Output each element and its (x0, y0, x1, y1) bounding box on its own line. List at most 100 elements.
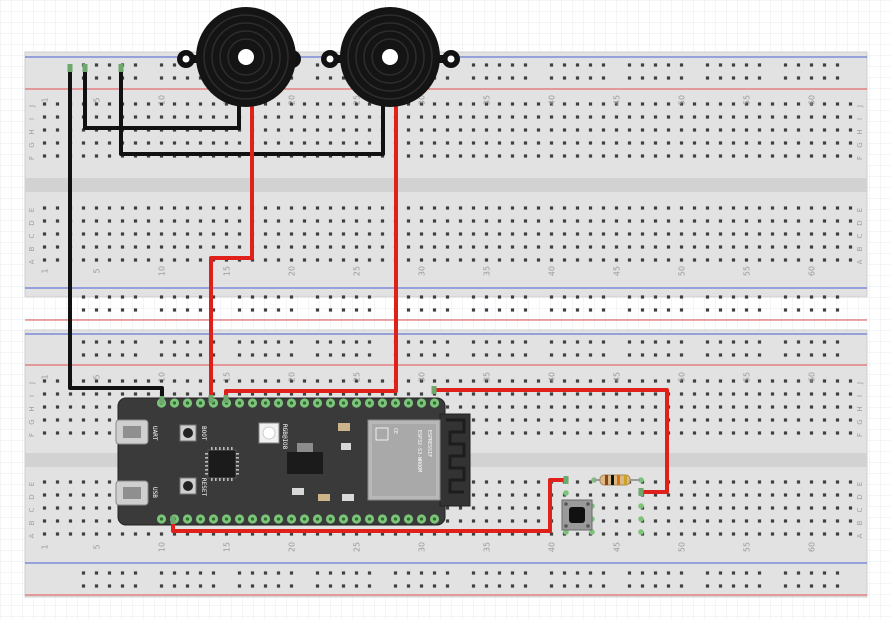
breadboard-hole (42, 102, 47, 106)
rail-hole (744, 340, 749, 344)
buzzer-tab-hole (326, 55, 334, 63)
breadboard-hole (497, 392, 502, 396)
buzzer-icon (321, 7, 460, 107)
breadboard-hole (94, 532, 99, 536)
esp32-pin-hole (432, 401, 437, 405)
breadboard-hole (744, 480, 749, 484)
breadboard-hole (55, 519, 60, 523)
rail-hole (250, 308, 255, 312)
rail-hole (198, 295, 203, 299)
rail-hole (783, 340, 788, 344)
rail-hole (263, 308, 268, 312)
breadboard-hole (276, 115, 281, 119)
breadboard-hole (42, 128, 47, 132)
breadboard-hole (731, 245, 736, 249)
breadboard-hole (536, 418, 541, 422)
breadboard-hole (172, 532, 177, 536)
breadboard-hole (354, 141, 359, 145)
breadboard-hole (614, 154, 619, 158)
breadboard-hole (757, 379, 762, 383)
breadboard-hole (562, 379, 567, 383)
breadboard-hole (601, 379, 606, 383)
breadboard-hole (471, 431, 476, 435)
breadboard-hole (289, 245, 294, 249)
breadboard-hole (42, 258, 47, 262)
breadboard-hole (484, 219, 489, 223)
breadboard-hole (809, 219, 814, 223)
breadboard-hole (731, 154, 736, 158)
pushbutton-corner (586, 502, 590, 506)
port-label-uart: UART (151, 426, 158, 441)
breadboard-hole (81, 219, 86, 223)
breadboard-hole (835, 519, 840, 523)
breadboard-hole (120, 379, 125, 383)
breadboard-hole (601, 405, 606, 409)
wire-end-cap (118, 64, 124, 72)
breadboard-hole (562, 232, 567, 236)
breadboard-hole (770, 258, 775, 262)
breadboard-hole (627, 392, 632, 396)
rail-hole (367, 353, 372, 357)
breadboard-hole (640, 392, 645, 396)
breadboard-hole (809, 480, 814, 484)
breadboard-hole (718, 206, 723, 210)
breadboard-hole (107, 258, 112, 262)
breadboard-hole (107, 532, 112, 536)
module-certification-box (375, 427, 389, 441)
breadboard-hole (718, 379, 723, 383)
pushbutton-corner (564, 502, 568, 506)
breadboard-hole (666, 128, 671, 132)
breadboard-hole (276, 128, 281, 132)
breadboard-hole (835, 379, 840, 383)
column-number: 50 (678, 372, 687, 382)
breadboard-hole (81, 206, 86, 210)
rail-hole (822, 571, 827, 575)
rail-hole (185, 308, 190, 312)
chip-leg (236, 473, 239, 475)
breadboard-hole (445, 141, 450, 145)
breadboard-hole (679, 128, 684, 132)
breadboard-hole (68, 493, 73, 497)
breadboard-hole (198, 232, 203, 236)
rail-hole (705, 63, 710, 67)
breadboard-hole (94, 519, 99, 523)
column-number: 5 (93, 97, 102, 102)
breadboard-hole (42, 219, 47, 223)
rail-hole (627, 571, 632, 575)
rail-hole (809, 571, 814, 575)
breadboard-hole (783, 418, 788, 422)
rail-hole (601, 63, 606, 67)
breadboard-hole (549, 418, 554, 422)
breadboard-hole (627, 418, 632, 422)
breadboard-hole (211, 141, 216, 145)
row-letter: G (28, 419, 36, 424)
breadboard-hole (835, 532, 840, 536)
breadboard-hole (692, 102, 697, 106)
rail-hole (640, 584, 645, 588)
rail-hole (185, 584, 190, 588)
breadboard-hole (744, 206, 749, 210)
breadboard-hole (484, 141, 489, 145)
row-letter: G (856, 419, 864, 424)
breadboard-hole (185, 141, 190, 145)
rail-hole (406, 308, 411, 312)
wire-end-cap (82, 64, 88, 72)
breadboard-hole (731, 480, 736, 484)
breadboard-hole (120, 206, 125, 210)
row-letter: B (856, 246, 864, 251)
breadboard-hole (172, 206, 177, 210)
rail-hole (198, 76, 203, 80)
breadboard-hole (341, 232, 346, 236)
rail-hole (159, 63, 164, 67)
breadboard-hole (757, 232, 762, 236)
breadboard-hole (471, 405, 476, 409)
row-letter: C (856, 507, 864, 512)
breadboard-hole (627, 219, 632, 223)
breadboard-hole (510, 232, 515, 236)
rail-hole (666, 353, 671, 357)
breadboard-hole (68, 392, 73, 396)
esp32-pin-hole (172, 401, 177, 405)
breadboard-hole (510, 532, 515, 536)
breadboard-hole (653, 115, 658, 119)
breadboard-hole (263, 379, 268, 383)
